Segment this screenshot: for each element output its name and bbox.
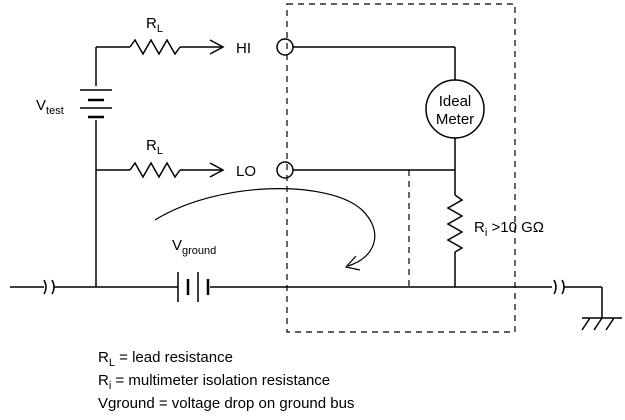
vtest-battery — [80, 89, 112, 119]
vground-battery — [177, 272, 210, 302]
lo-terminal — [276, 161, 294, 179]
bottom-lead-resistor — [96, 161, 225, 179]
rl-bottom-label: RL — [146, 137, 163, 157]
ground-bus — [10, 279, 603, 318]
rl-top-label: RL — [146, 15, 163, 35]
vground-label: Vground — [172, 237, 216, 257]
legend-line-3: Vground = voltage drop on ground bus — [98, 395, 354, 412]
ri-label: Ri >10 GΩ — [474, 219, 544, 239]
ri-resistor — [446, 170, 464, 287]
legend-line-2: Ri = multimeter isolation resistance — [98, 372, 330, 392]
legend-line-1: RL = lead resistance — [98, 349, 233, 369]
vtest-label: Vtest — [36, 97, 64, 117]
earth-ground-icon — [581, 317, 622, 331]
meter-label-line2: Meter — [436, 111, 474, 128]
lo-label: LO — [236, 163, 256, 180]
current-loop-arrow — [154, 188, 376, 271]
hi-terminal — [276, 38, 294, 56]
hi-label: HI — [236, 40, 251, 57]
meter-label-line1: Ideal — [439, 93, 472, 110]
meter-enclosure — [286, 3, 516, 333]
top-lead-resistor — [96, 38, 225, 56]
